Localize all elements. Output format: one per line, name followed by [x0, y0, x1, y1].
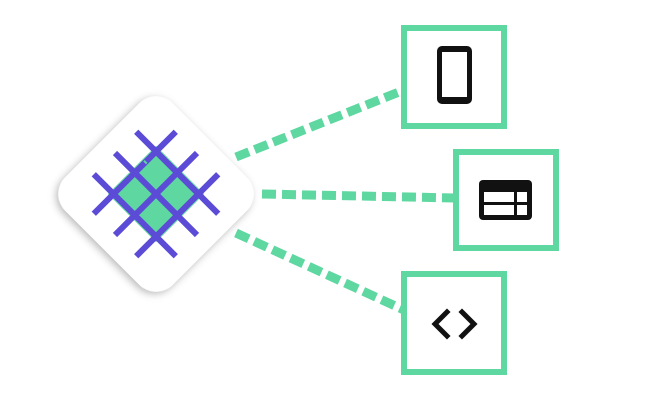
connectors [234, 85, 457, 315]
node-web [453, 149, 559, 251]
node-code [401, 271, 507, 375]
code-brackets-icon [431, 308, 478, 340]
hub-node [58, 96, 254, 292]
smartphone-icon [437, 46, 472, 104]
connector-hub-to-mobile [234, 85, 406, 162]
node-mobile-frame [401, 25, 507, 129]
node-mobile [401, 25, 507, 129]
connector-hub-to-code [234, 228, 406, 315]
node-code-frame [401, 271, 507, 375]
woven-lattice-logo-icon [91, 129, 221, 259]
connector-hub-to-web [261, 189, 457, 203]
browser-window-icon [479, 180, 532, 220]
